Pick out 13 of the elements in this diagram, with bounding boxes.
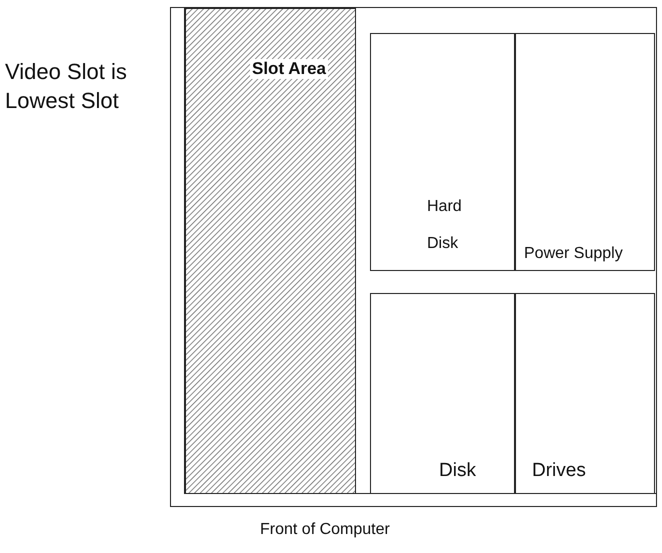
computer-case-outline <box>170 7 657 507</box>
component-label: Drives <box>532 460 586 483</box>
bay-box <box>370 33 515 271</box>
component-label: Disk <box>439 460 476 483</box>
bay-box <box>370 293 515 494</box>
bay-box <box>515 293 655 494</box>
orientation-label: Front of Computer <box>260 520 391 540</box>
area-label: Slot Area <box>250 59 328 80</box>
note-text: Video Slot is Lowest Slot <box>5 58 128 115</box>
slot-area-panel <box>185 8 356 494</box>
component-label: Hard Disk <box>427 197 463 254</box>
component-label: Power Supply <box>524 244 623 264</box>
bay-box <box>515 33 655 271</box>
